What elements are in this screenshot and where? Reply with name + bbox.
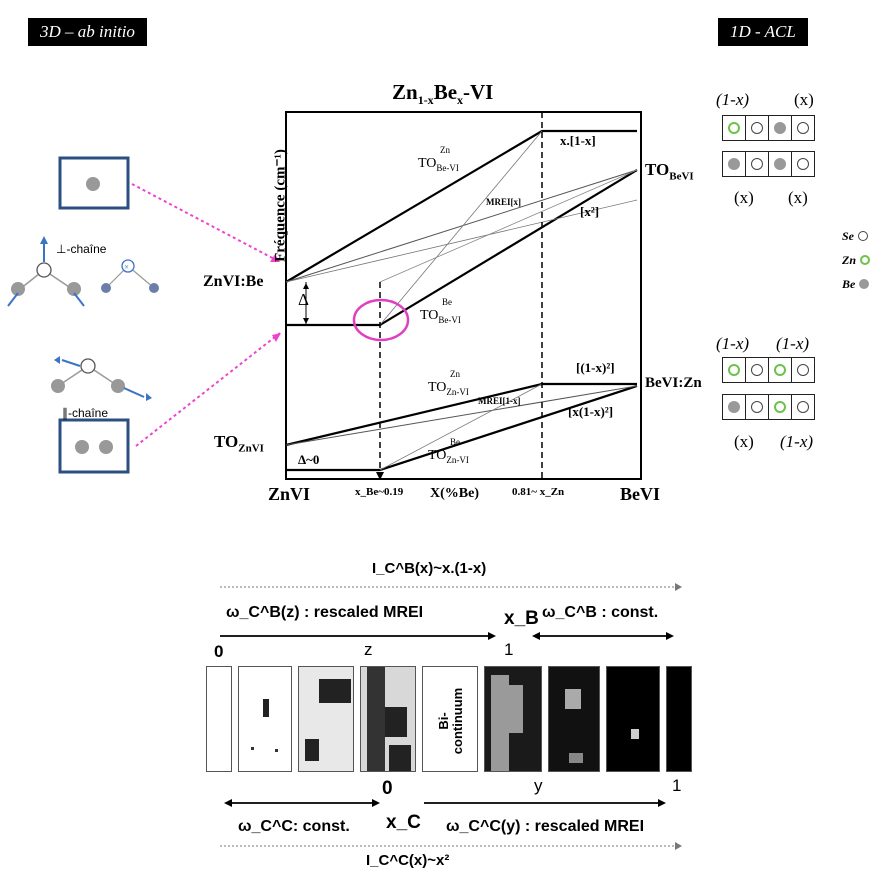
xb-label: x_B xyxy=(504,608,539,629)
diagram-title: Zn1-xBex-VI xyxy=(392,80,494,108)
mrei-lower-line-2 xyxy=(379,383,543,471)
label-to-be-be-vi: Be TOBe-VI xyxy=(420,297,461,325)
omega-b-z-label: ω_C^B(z) : rescaled MREI xyxy=(226,604,424,621)
label-to-bevi: TOBeVI xyxy=(645,160,694,183)
svg-text:×: × xyxy=(124,262,129,272)
y-label: y xyxy=(534,776,543,795)
label-to-be-zn-vi: Be TOZn-VI xyxy=(428,437,469,465)
acl-top-above-2: (x) xyxy=(794,90,814,109)
label-to-znvi: TOZnVI xyxy=(214,432,264,455)
label-mrei-x: MREI[x] xyxy=(486,197,521,207)
acl-bottom-above-2: (1-x) xyxy=(776,334,810,353)
label-to-zn-be-vi: Zn TOBe-VI xyxy=(418,145,459,173)
morph-tile-8 xyxy=(606,666,660,772)
plot-frame xyxy=(285,111,642,480)
acl-top-row-1 xyxy=(722,115,815,141)
delta-label: Δ xyxy=(298,290,309,309)
morph-tile-4 xyxy=(360,666,416,772)
bottom-arrow-label: I_C^C(x)~x² xyxy=(366,852,450,869)
xc-label: x_C xyxy=(386,812,421,833)
par-chain-label: ∥-chaîne xyxy=(62,406,109,420)
label-one-mx2: [(1-x)²] xyxy=(576,360,615,375)
arrow-head-xbe xyxy=(376,472,384,480)
label-x-one-mx2: [x(1-x)²] xyxy=(568,404,614,419)
morph-tile-2 xyxy=(238,666,292,772)
mrei-upper-line-3 xyxy=(379,130,543,326)
mrei-upper-line xyxy=(285,169,638,283)
x-axis-right-label: BeVI xyxy=(620,484,660,504)
x-axis-left-label: ZnVI xyxy=(268,484,311,504)
perp-chain-label: ⊥-chaîne xyxy=(56,242,107,256)
acl-bottom-below-1: (x) xyxy=(734,432,754,451)
label-to-zn-zn-vi: Zn TOZn-VI xyxy=(428,369,469,397)
x-tick-xzn: 0.81~ x_Zn xyxy=(512,486,565,498)
acl-bottom-below-2: (1-x) xyxy=(780,432,814,451)
x-axis-label: X(%Be) xyxy=(430,486,479,501)
one-top-label: 1 xyxy=(504,640,514,659)
acl-top-below-2: (x) xyxy=(788,188,808,207)
legend: Se Zn Be xyxy=(842,224,871,296)
label-mrei-1mx: MREI[1-x] xyxy=(478,396,521,406)
morph-tile-9 xyxy=(666,666,692,772)
acl-top-above-1: (1-x) xyxy=(716,90,750,109)
acl-bottom-above-1: (1-x) xyxy=(716,334,750,353)
mrei-upper-line-4 xyxy=(379,169,638,283)
label-bevi-zn: BeVI:Zn xyxy=(645,375,702,391)
highlight-ellipse xyxy=(352,298,410,342)
one-bottom-label: 1 xyxy=(672,776,682,795)
label-x1mx: x.[1-x] xyxy=(560,133,596,148)
x-tick-xbe: x_Be~0.19 xyxy=(355,486,404,498)
zero-bottom-label: 0 xyxy=(382,778,393,799)
zero-top-label: 0 xyxy=(214,642,224,661)
mrei-upper-line-2 xyxy=(285,199,638,283)
acl-bottom-row-2 xyxy=(722,394,815,420)
z-label: z xyxy=(364,640,373,659)
pink-arrow-lower xyxy=(135,332,281,447)
header-1d-acl: 1D - ACL xyxy=(718,18,808,46)
morph-tile-1 xyxy=(206,666,232,772)
delta0-label: Δ~0 xyxy=(298,452,320,467)
omega-c-const-label: ω_C^C: const. xyxy=(238,818,350,835)
morph-tile-7 xyxy=(548,666,600,772)
pink-arrow-upper xyxy=(131,183,281,263)
morph-tile-3 xyxy=(298,666,354,772)
header-3d-ab-initio: 3D – ab initio xyxy=(28,18,147,46)
y-axis-label: Fréquence (cm⁻¹) xyxy=(272,149,289,262)
mrei-lower-line xyxy=(285,385,638,446)
acl-bottom-row-1 xyxy=(722,357,815,383)
omega-c-y-label: ω_C^C(y) : rescaled MREI xyxy=(446,818,645,835)
morph-tile-6 xyxy=(484,666,542,772)
label-x2: [x²] xyxy=(580,204,600,219)
label-znvi-be: ZnVI:Be xyxy=(203,273,264,290)
morph-tile-bicontinuum: Bi-continuum xyxy=(422,666,478,772)
double-atom-box xyxy=(58,418,130,474)
top-arrow-label: I_C^B(x)~x.(1-x) xyxy=(372,560,487,577)
acl-top-below-1: (x) xyxy=(734,188,754,207)
acl-top-row-2 xyxy=(722,151,815,177)
omega-b-const-label: ω_C^B : const. xyxy=(542,604,659,621)
